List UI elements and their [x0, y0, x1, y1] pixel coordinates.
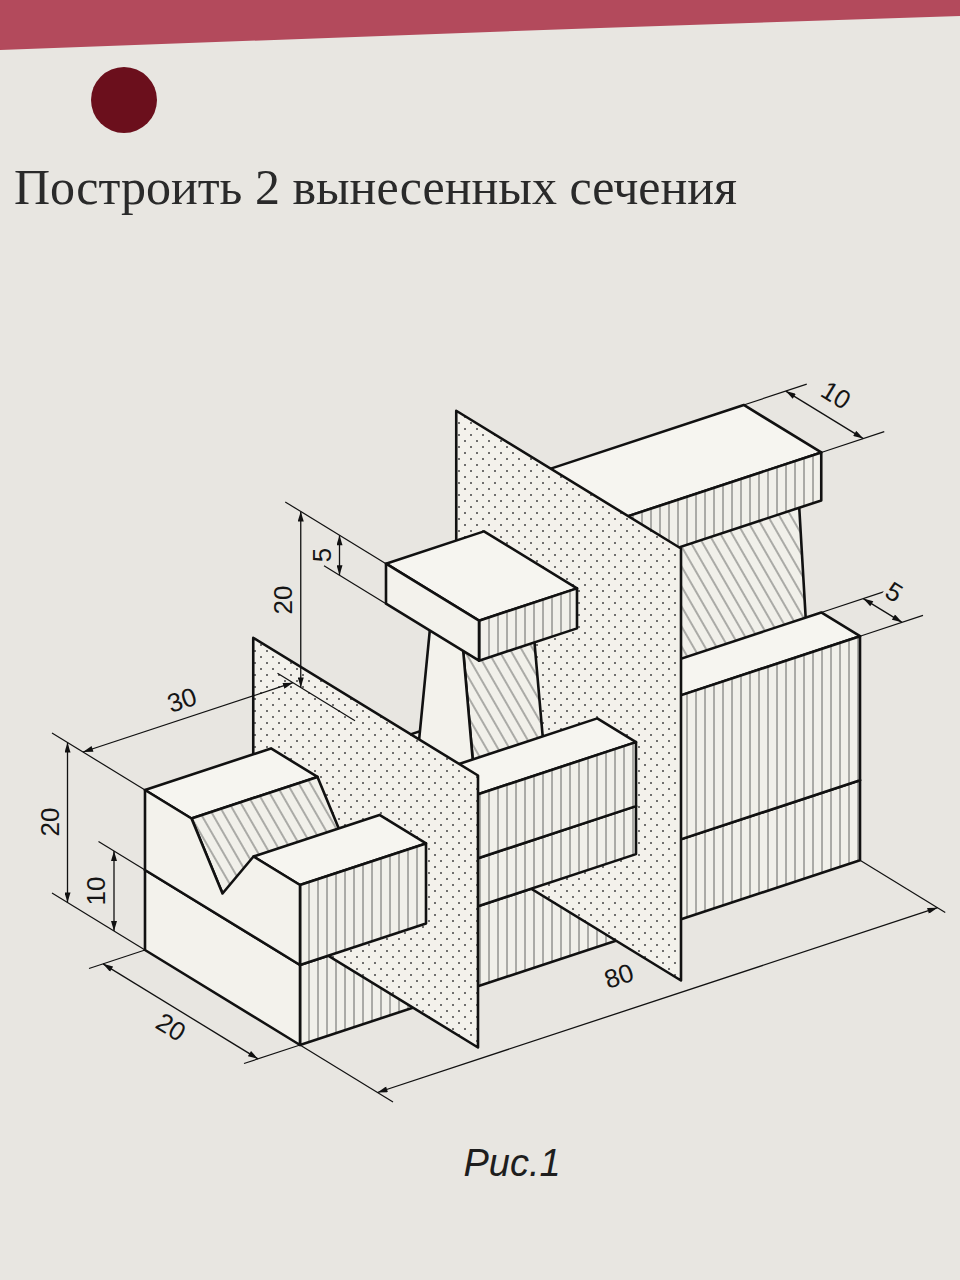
punch-hole [91, 67, 157, 133]
extension-line [821, 592, 884, 613]
extension-line [744, 384, 807, 405]
dimension-value: 10 [83, 875, 109, 908]
extension-line [300, 1045, 393, 1102]
dimension-value: 30 [162, 682, 201, 717]
dimension-line [103, 964, 258, 1059]
dimension-line [378, 908, 938, 1093]
dimension-lines [52, 384, 945, 1102]
dimension-line [113, 851, 114, 931]
dimension-value: 20 [150, 1007, 192, 1046]
front-face [454, 742, 636, 866]
extension-line [89, 950, 145, 968]
dimension-line [339, 535, 340, 575]
dimension-line [300, 511, 301, 687]
dimension-value: 10 [815, 375, 857, 414]
extension-line [860, 615, 923, 636]
dimension-value: 80 [599, 958, 638, 993]
extension-line [821, 432, 884, 453]
extension-line [278, 673, 356, 721]
dimension-value: 5 [879, 576, 908, 608]
dimension-value: 5 [309, 546, 335, 564]
extension-line [324, 566, 386, 604]
end-face [145, 790, 300, 965]
extension-line [52, 733, 145, 790]
front-face [300, 843, 426, 965]
front-face [479, 588, 577, 660]
dimension-line [67, 743, 68, 903]
part-solids [145, 405, 860, 1048]
dimension-line [83, 683, 293, 752]
title: Построить 2 вынесенных сечения [14, 160, 737, 215]
dimension-value: 20 [270, 584, 296, 617]
extension-line [99, 842, 146, 871]
extension-line [244, 1045, 300, 1063]
extension-line [860, 860, 945, 912]
end-face [386, 564, 479, 661]
caption: Рис.1 [463, 1143, 560, 1185]
background-cloth [0, 0, 960, 50]
front-face [664, 636, 860, 845]
dimension-value: 20 [37, 806, 63, 839]
